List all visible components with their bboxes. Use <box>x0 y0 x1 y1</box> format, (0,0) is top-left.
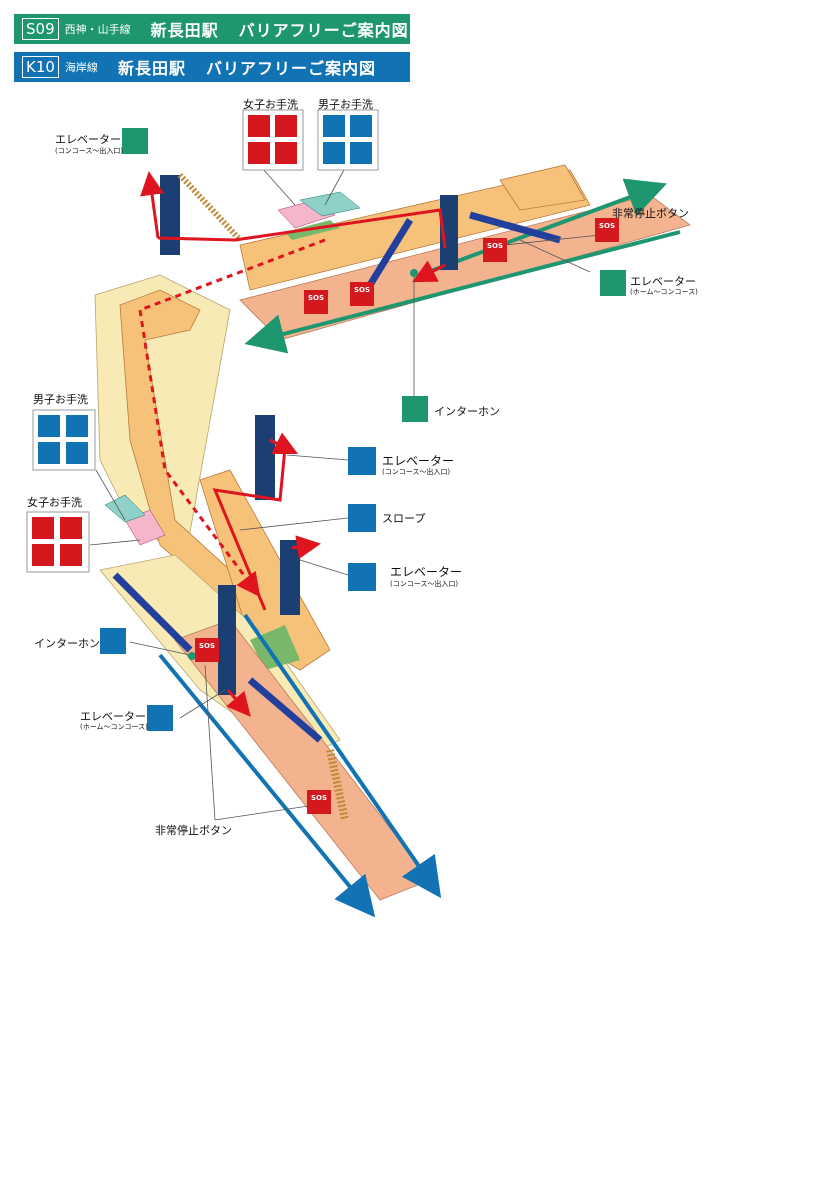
route-exit-mid2 <box>291 535 321 560</box>
elevator-shaft-mid2 <box>280 540 300 615</box>
elevator-icon <box>122 128 148 154</box>
elevator-sub-label: (コンコース〜出入口) <box>390 580 459 588</box>
route-exit-top <box>140 171 164 239</box>
guide-title: バリアフリーご案内図 <box>238 21 409 40</box>
sos-text: SOS <box>599 222 615 230</box>
header-bar-seishin: S09 西神・山手線 新長田駅 バリアフリーご案内図 <box>14 14 410 44</box>
elevator-sub-label: (コンコース〜出入口) <box>55 147 124 155</box>
line-code: S09 <box>22 18 59 40</box>
slope-label: スロープ <box>382 512 426 525</box>
elevator-sub-label: (コンコース〜出入口) <box>382 468 451 476</box>
sos-text: SOS <box>199 642 215 650</box>
sos-texts: SOS SOS SOS SOS SOS SOS <box>199 222 615 802</box>
women-toilet-label: 女子お手洗 <box>243 98 298 111</box>
track-arrow-south <box>158 653 376 918</box>
route-top-arrow <box>412 260 446 283</box>
slope-icon <box>348 504 376 532</box>
elevator-icon <box>147 705 173 731</box>
elevator-label: エレベーター <box>55 133 121 146</box>
escalator-top-1 <box>367 218 413 287</box>
men-toilet-icons-left <box>32 409 96 471</box>
women-toilet-label: 女子お手洗 <box>27 496 82 509</box>
green-area-low <box>250 625 300 670</box>
elevator-shaft-top-right <box>440 195 458 270</box>
escalator-low-1 <box>112 572 193 653</box>
emergency-stop-label: 非常停止ボタン <box>155 824 232 837</box>
track-arrow-south2 <box>243 613 442 899</box>
elevator-shaft-low <box>218 585 236 695</box>
track-arrow-west <box>244 230 681 354</box>
guide-title: バリアフリーご案内図 <box>205 59 376 78</box>
women-toilet-icons-left <box>26 511 90 573</box>
sos-text: SOS <box>487 242 503 250</box>
station-name: 新長田駅 <box>150 21 219 40</box>
elevator-icon <box>600 270 626 296</box>
escalator-low-2 <box>247 677 323 743</box>
stairs-top <box>177 172 243 243</box>
women-toilet-icons-top <box>242 109 304 171</box>
line-name: 海岸線 <box>64 61 98 74</box>
intercom-label: インターホン <box>34 637 100 650</box>
line-code: K10 <box>22 56 59 78</box>
elevator-shaft-mid1 <box>255 415 275 500</box>
intercom-dot-top <box>410 269 418 277</box>
sos-text: SOS <box>308 294 324 302</box>
men-toilet-area-left <box>104 494 146 523</box>
elevator-label: エレベーター <box>382 454 455 468</box>
elevator-icon <box>348 447 376 475</box>
upper-extension <box>499 164 586 211</box>
route-low-arrow <box>226 689 251 717</box>
line-name: 西神・山手線 <box>64 23 131 36</box>
elevator-label: エレベーター <box>630 275 696 288</box>
men-toilet-area-top <box>299 191 361 217</box>
route-exit-mid1 <box>269 432 299 455</box>
header-bar-kaigan: K10 海岸線 新長田駅 バリアフリーご案内図 <box>14 52 410 82</box>
men-toilet-icons-top <box>317 109 379 171</box>
emergency-stop-label: 非常停止ボタン <box>612 207 689 220</box>
route-dashed-left <box>138 238 326 598</box>
intercom-icon <box>402 396 428 422</box>
elevator-label: エレベーター <box>390 565 463 579</box>
station-name: 新長田駅 <box>117 59 186 78</box>
elevator-sub-label: (ホーム〜コンコース) <box>80 723 148 731</box>
intercom-dot-low <box>188 652 196 660</box>
intercom-icon <box>100 628 126 654</box>
elevator-sub-label: (ホーム〜コンコース) <box>630 288 698 296</box>
escalator-top-2 <box>469 211 561 244</box>
elevator-shaft-top-left <box>160 175 180 255</box>
sos-text: SOS <box>311 794 327 802</box>
men-toilet-label: 男子お手洗 <box>33 393 88 406</box>
elevator-icon <box>348 563 376 591</box>
men-toilet-label: 男子お手洗 <box>318 98 373 111</box>
sos-text: SOS <box>354 286 370 294</box>
lower-concourse <box>199 469 331 671</box>
elevator-label: エレベーター <box>80 710 146 723</box>
intercom-label: インターホン <box>434 405 500 418</box>
route-solid-top <box>157 208 447 249</box>
sos-button-icons <box>195 218 619 814</box>
leader-lines <box>89 167 601 821</box>
